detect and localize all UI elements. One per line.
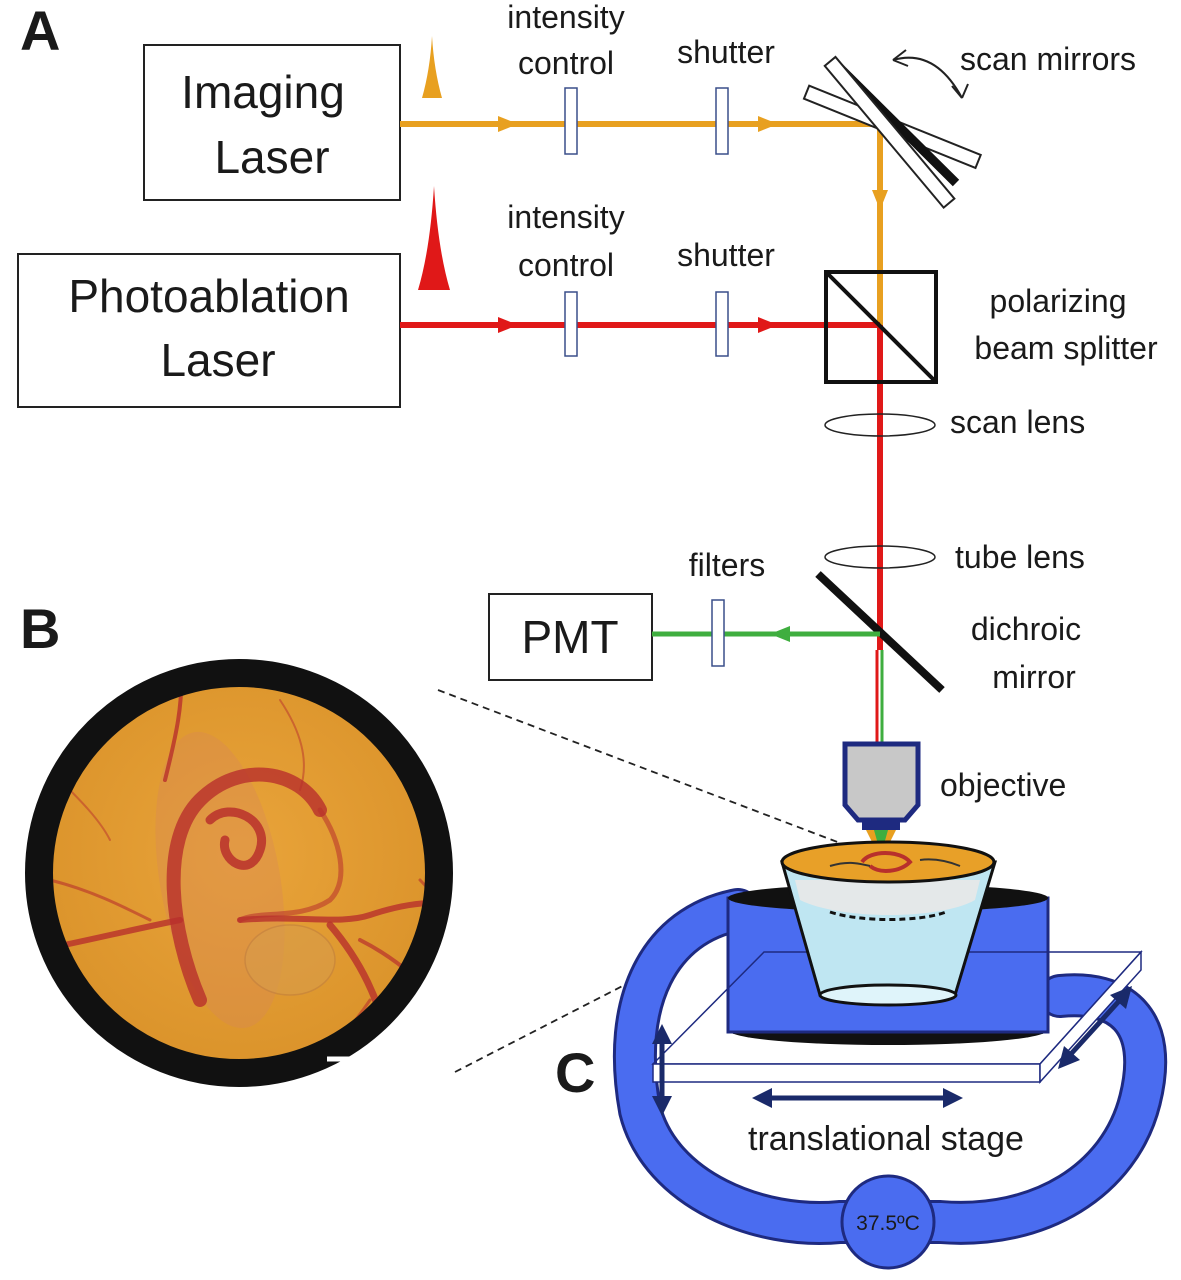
panel-label-c: C — [555, 1041, 595, 1104]
beam-arrow-icon — [758, 317, 778, 333]
filter-element — [711, 599, 725, 667]
dichroic-label-1: dichroic — [971, 611, 1081, 647]
imaging-laser-label-2: Laser — [214, 131, 329, 183]
beam-splitter-label-2: beam splitter — [974, 330, 1158, 366]
polarizing-beam-splitter — [824, 270, 938, 384]
intensity-control-label-1: intensity — [507, 199, 624, 235]
rotation-arrow-icon — [892, 56, 963, 99]
photoablation-laser-box — [17, 253, 401, 408]
panel-label-b: B — [20, 597, 60, 660]
scan-lens — [824, 413, 936, 437]
filters-label: filters — [689, 547, 765, 583]
beam-arrow-icon — [498, 116, 518, 132]
imaging-laser-box — [143, 44, 401, 201]
shutter-element — [715, 87, 729, 155]
arrow-head-icon — [951, 83, 969, 99]
stage-z-arrow-icon — [652, 1024, 672, 1116]
objective-lens — [842, 741, 921, 860]
embryo-image-frame — [25, 659, 453, 1087]
intensity-control-label-1: intensity — [507, 0, 624, 35]
tube-lens-label: tube lens — [955, 539, 1085, 575]
zoom-guide-line — [437, 689, 841, 844]
shutter-label: shutter — [677, 237, 775, 273]
temperature-label: 37.5ºC — [856, 1212, 920, 1235]
scan-lens-label: scan lens — [950, 404, 1085, 440]
intensity-control-element — [564, 87, 578, 155]
ablation-pulse-icon — [418, 186, 450, 290]
shutter-element — [715, 291, 729, 357]
translational-stage-label: translational stage — [748, 1120, 1024, 1158]
beam-arrow-icon — [498, 317, 518, 333]
scan-mirrors-label: scan mirrors — [960, 41, 1136, 77]
stage-y-arrow-icon — [1058, 986, 1132, 1069]
tube-lens — [824, 545, 936, 569]
pmt-label: PMT — [521, 611, 618, 663]
arrow-head-icon — [892, 49, 909, 67]
intensity-control-label-2: control — [518, 45, 614, 81]
photoablation-laser-label-1: Photoablation — [68, 270, 349, 322]
beam-arrow-icon — [872, 190, 888, 210]
imaging-pulse-icon — [422, 36, 442, 98]
heater-loop — [612, 888, 1168, 1245]
scan-mirrors — [802, 55, 983, 210]
dichroic-label-2: mirror — [992, 659, 1076, 695]
panel-label-a: A — [20, 0, 60, 62]
imaging-laser-label-1: Imaging — [181, 66, 345, 118]
intensity-control-element — [564, 291, 578, 357]
objective-label: objective — [940, 767, 1066, 803]
shutter-label: shutter — [677, 34, 775, 70]
pmt-box — [488, 593, 653, 681]
beam-arrow-icon — [758, 116, 778, 132]
stage-x-arrow-icon — [752, 1088, 963, 1108]
beam-splitter-label-1: polarizing — [990, 283, 1127, 319]
beam-arrow-icon — [770, 626, 790, 642]
photoablation-laser-label-2: Laser — [160, 334, 275, 386]
intensity-control-label-2: control — [518, 247, 614, 283]
temperature-controller — [840, 1174, 936, 1270]
culture-dish — [780, 840, 998, 1007]
